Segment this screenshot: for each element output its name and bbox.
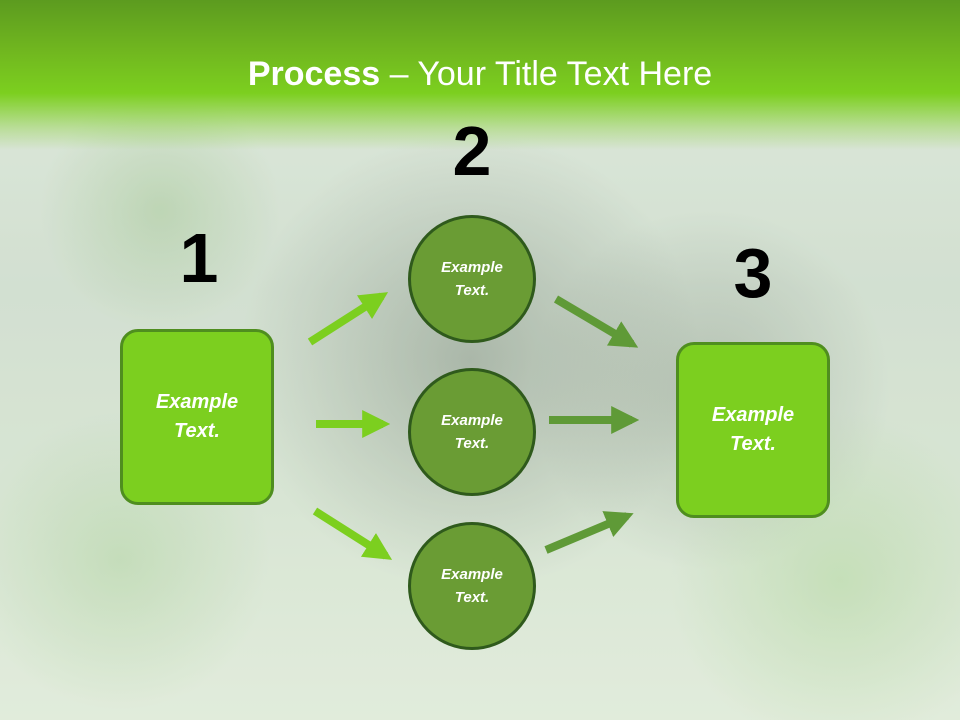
step-number-2: 2 (452, 112, 492, 190)
process-box-right: Example Text. (676, 342, 830, 518)
process-box-left: Example Text. (120, 329, 274, 505)
process-circle-top-text: Example Text. (441, 259, 503, 299)
process-circle-bottom-text: Example Text. (441, 566, 503, 606)
step-number-1: 1 (179, 219, 219, 297)
title-bar (0, 0, 960, 150)
title-bold-text: Process (247, 55, 381, 93)
process-circle-middle-text: Example Text. (441, 412, 503, 452)
arrow-bottom-to-right (544, 511, 634, 554)
arrow-top-to-right (553, 295, 639, 348)
process-circle-bottom: Example Text. (408, 522, 536, 650)
step-number-3: 3 (733, 234, 773, 312)
process-circle-top: Example Text. (408, 215, 536, 343)
process-box-right-text: Example Text. (711, 404, 795, 455)
arrow-left-to-bottom (312, 507, 393, 560)
process-box-left-text: Example Text. (155, 391, 239, 442)
title-rest-text: – Your Title Text Here (380, 55, 713, 93)
process-circle-middle: Example Text. (408, 368, 536, 496)
arrow-left-to-top (307, 292, 389, 346)
slide-title: Process – Your Title Text Here (0, 52, 960, 96)
